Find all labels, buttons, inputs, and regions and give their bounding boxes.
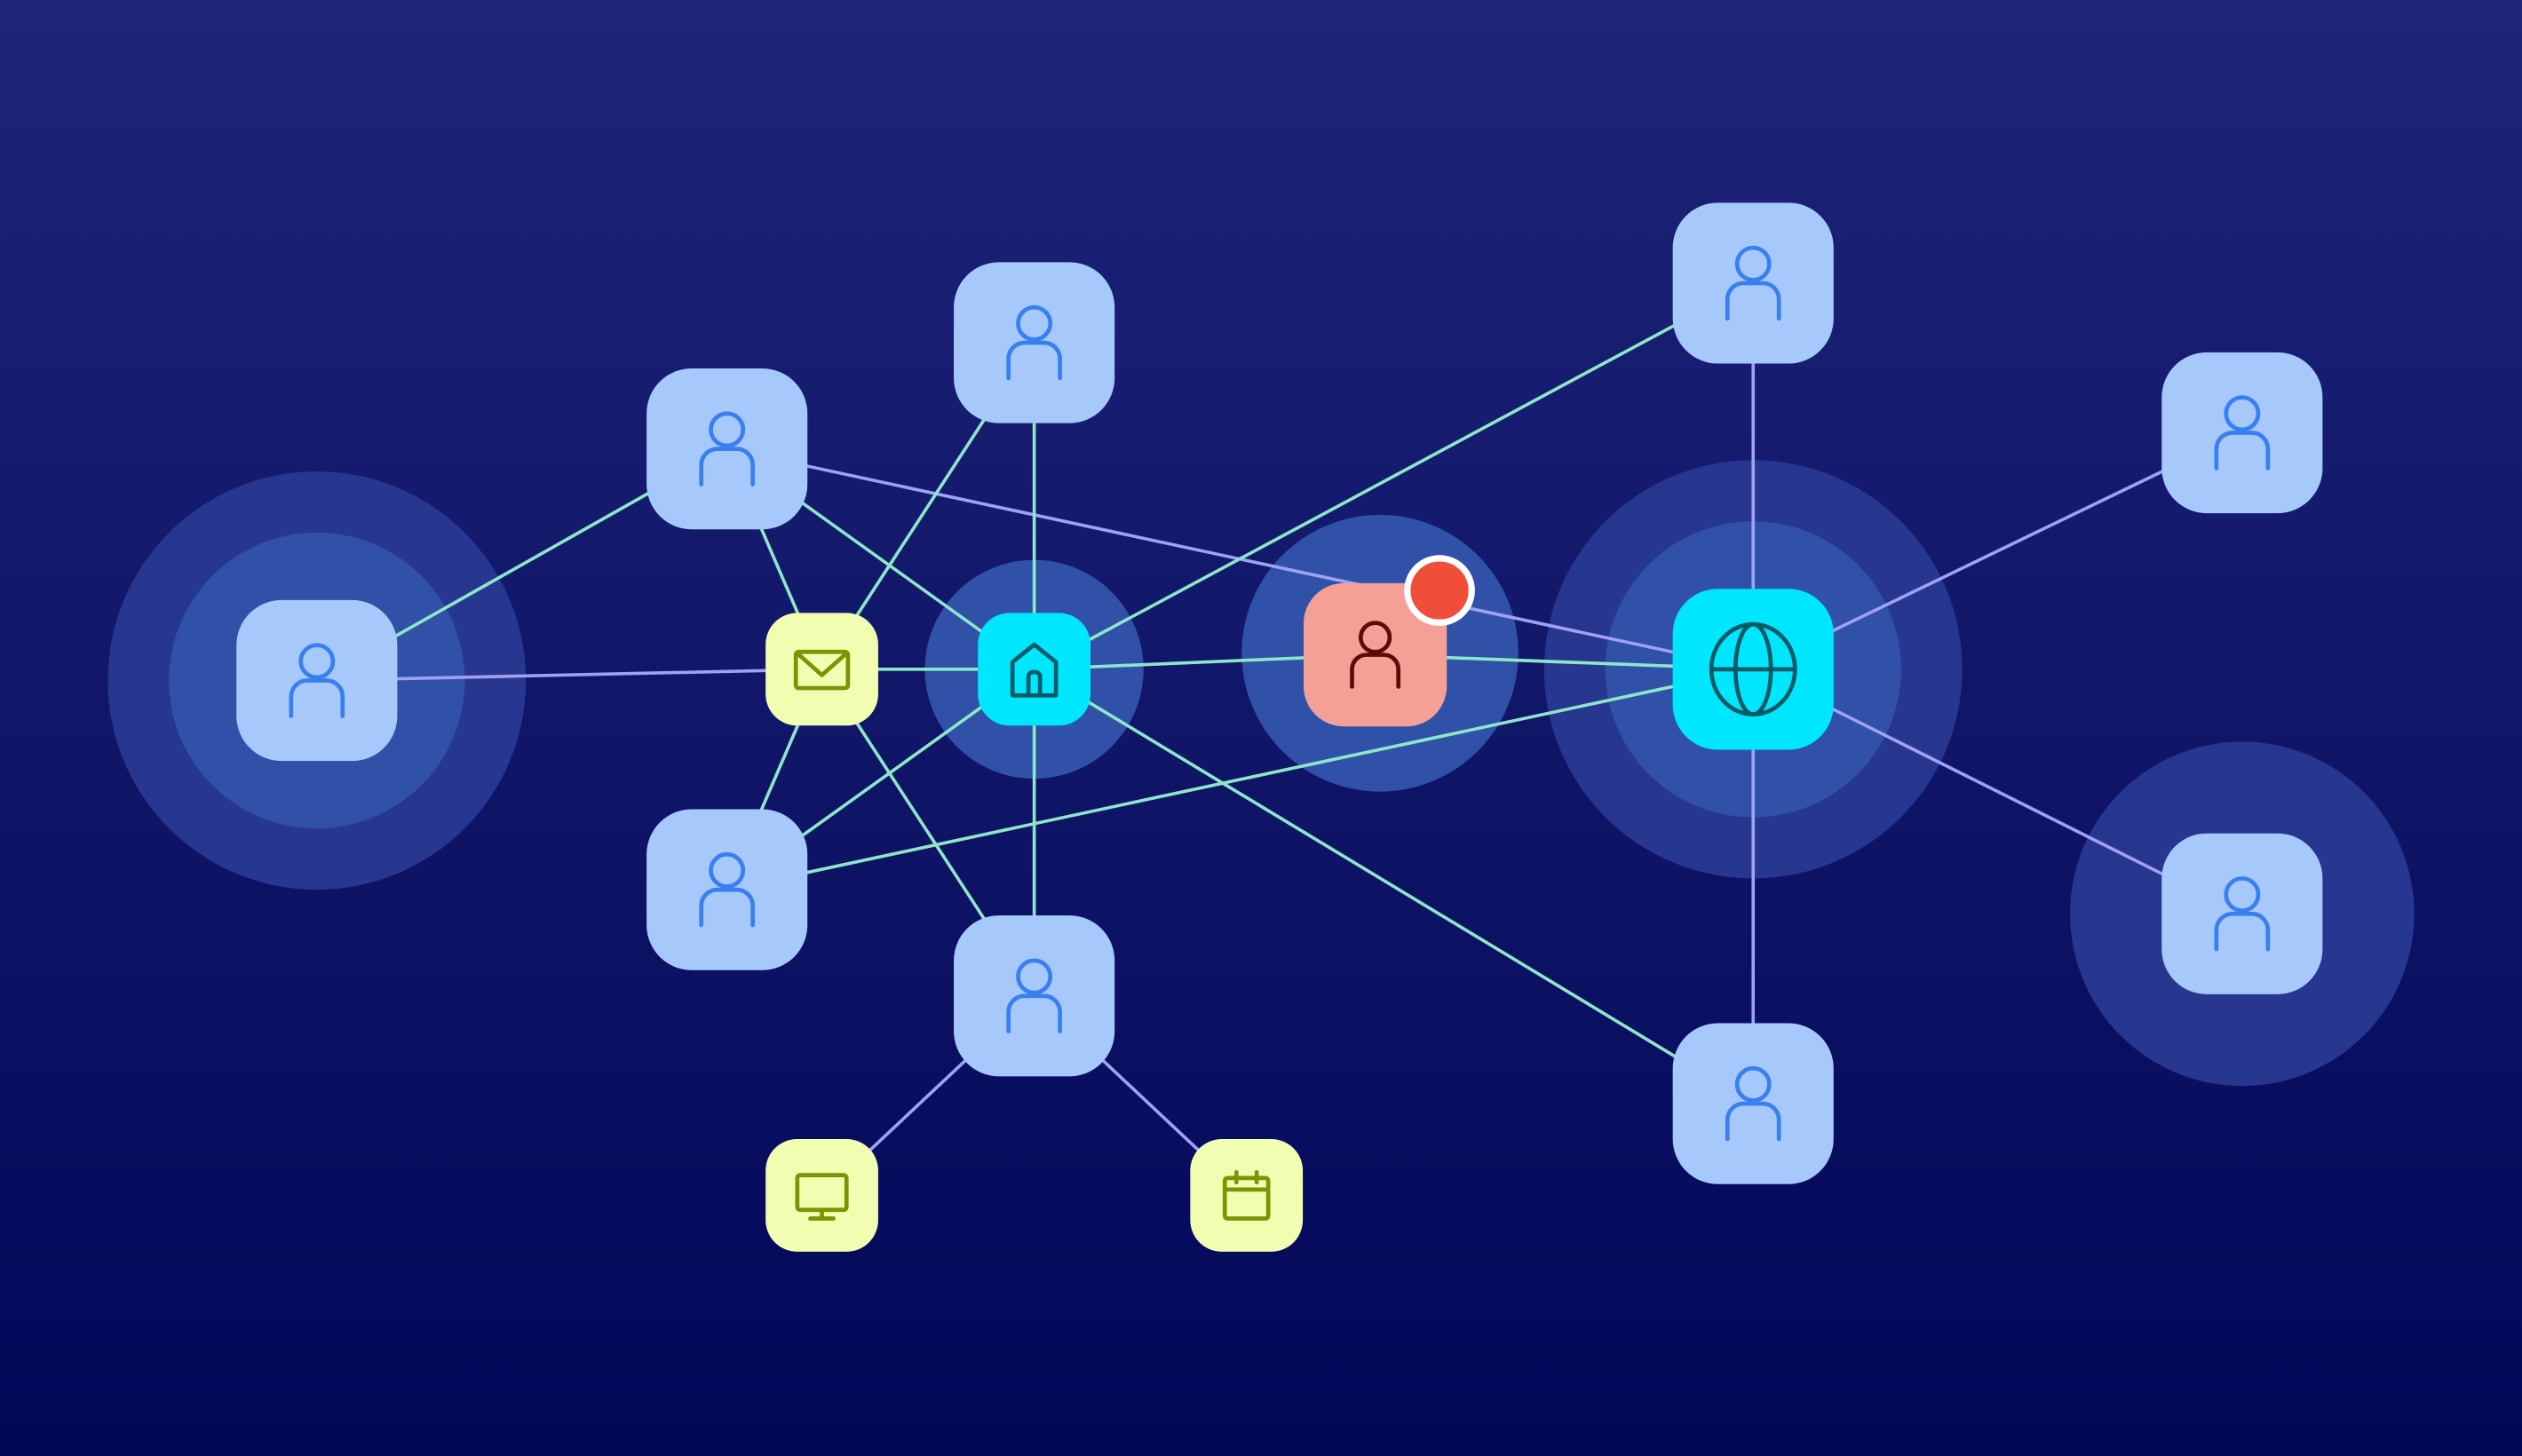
home-icon	[1010, 642, 1059, 698]
node-p4[interactable]	[646, 809, 808, 970]
hub-tile[interactable]	[978, 613, 1091, 726]
person-icon	[289, 643, 345, 718]
node-globe[interactable]	[1672, 589, 1834, 750]
node-alert[interactable]	[1303, 555, 1475, 727]
person-icon	[699, 851, 756, 928]
edge-p7-globe	[1752, 431, 2243, 671]
globe-icon	[1709, 621, 1797, 716]
person-icon	[1725, 1065, 1781, 1142]
calendar-icon	[1222, 1169, 1271, 1221]
node-p3[interactable]	[954, 262, 1115, 423]
person-icon	[699, 411, 756, 487]
node-p2[interactable]	[646, 368, 808, 530]
monitor-icon	[795, 1173, 849, 1221]
edge-home-p9	[1033, 668, 1755, 1105]
node-p1[interactable]	[236, 599, 398, 762]
node-calendar[interactable]	[1190, 1139, 1304, 1252]
node-p7[interactable]	[2161, 352, 2323, 514]
node-monitor[interactable]	[765, 1139, 878, 1252]
edge-p1-mail	[316, 668, 822, 683]
person-icon	[1725, 245, 1781, 321]
node-p8[interactable]	[2161, 833, 2323, 994]
node-home[interactable]	[978, 613, 1091, 726]
edge-home-p6	[1033, 281, 1755, 671]
person-icon	[2214, 395, 2271, 471]
person-icon	[1350, 621, 1401, 689]
person-icon	[1006, 305, 1062, 381]
person-icon	[1006, 958, 1062, 1033]
edge-p4-globe	[726, 668, 1754, 891]
node-p5[interactable]	[954, 915, 1115, 1077]
mail-icon	[793, 649, 851, 691]
node-mail[interactable]	[765, 613, 878, 726]
node-p6[interactable]	[1672, 202, 1834, 364]
node-p9[interactable]	[1672, 1023, 1834, 1184]
device-tile[interactable]	[765, 613, 878, 726]
alert-badge	[1404, 555, 1475, 626]
person-icon	[2214, 876, 2271, 952]
device-tile[interactable]	[765, 1139, 878, 1252]
device-tile[interactable]	[1190, 1139, 1304, 1252]
edge-p8-globe	[1752, 668, 2243, 915]
